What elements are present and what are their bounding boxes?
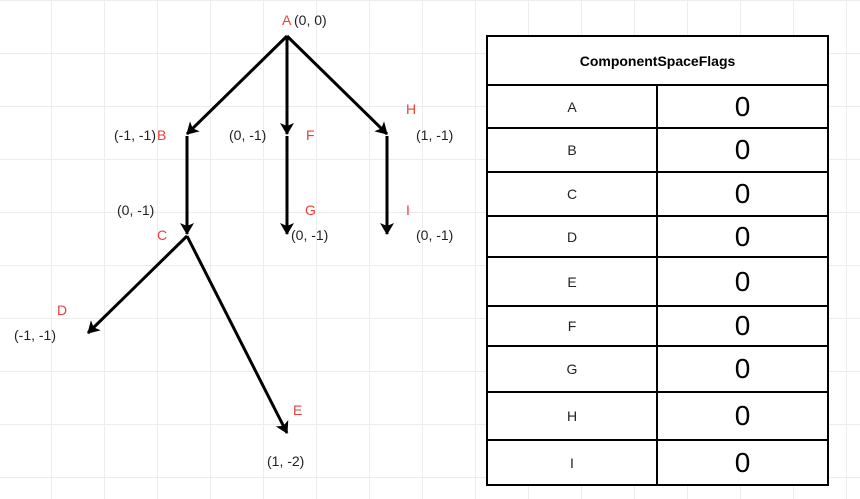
node-coord-a: (0, 0) xyxy=(294,12,327,28)
edge-c-d-arrow xyxy=(86,234,189,335)
node-coord-g: (0, -1) xyxy=(291,227,328,243)
node-coord-d: (-1, -1) xyxy=(14,327,56,343)
row-name-cell: C xyxy=(488,173,658,215)
table-row: H 0 xyxy=(488,393,827,441)
node-label-h: H xyxy=(406,101,416,117)
node-label-g: G xyxy=(305,202,316,218)
node-coord-e: (1, -2) xyxy=(267,453,304,469)
row-name-cell: I xyxy=(488,441,658,485)
node-coord-b: (-1, -1) xyxy=(114,127,156,143)
table-row: C 0 xyxy=(488,173,827,217)
node-coord-i: (0, -1) xyxy=(416,227,453,243)
table-row: A 0 xyxy=(488,86,827,129)
node-label-b: B xyxy=(157,127,166,143)
row-flag-cell: 0 xyxy=(734,90,751,122)
row-flag-cell: 0 xyxy=(734,353,751,384)
row-flag-cell: 0 xyxy=(734,400,751,431)
table-row: D 0 xyxy=(488,217,827,258)
row-flag-cell: 0 xyxy=(734,134,751,165)
table-row: G 0 xyxy=(488,347,827,393)
node-label-d: D xyxy=(57,302,67,318)
edge-a-h-arrow xyxy=(285,34,389,136)
edge-a-b-arrow xyxy=(185,34,289,136)
row-name-cell: D xyxy=(488,217,658,256)
row-name-cell: E xyxy=(488,258,658,305)
table-row: F 0 xyxy=(488,307,827,347)
node-label-a: A xyxy=(282,12,292,28)
component-space-flags-table: ComponentSpaceFlags A 0 B 0 C 0 D 0 E 0 … xyxy=(486,35,829,486)
row-flag-cell: 0 xyxy=(734,220,751,252)
table-title: ComponentSpaceFlags xyxy=(488,37,827,86)
row-name-cell: F xyxy=(488,307,658,345)
node-label-c: C xyxy=(157,227,167,243)
row-flag-cell: 0 xyxy=(734,447,751,478)
row-name-cell: B xyxy=(488,129,658,171)
row-name-cell: A xyxy=(488,86,658,127)
edge-c-e-arrow xyxy=(185,235,289,434)
node-coord-f: (0, -1) xyxy=(229,127,266,143)
row-flag-cell: 0 xyxy=(734,310,751,341)
row-name-cell: H xyxy=(488,393,658,439)
node-label-i: I xyxy=(406,202,410,218)
node-label-e: E xyxy=(293,402,302,418)
row-name-cell: G xyxy=(488,347,658,391)
node-coord-h: (1, -1) xyxy=(416,127,453,143)
row-flag-cell: 0 xyxy=(734,265,751,297)
node-coord-c: (0, -1) xyxy=(117,202,154,218)
table-row: B 0 xyxy=(488,129,827,173)
table-row: E 0 xyxy=(488,258,827,307)
row-flag-cell: 0 xyxy=(734,178,751,209)
table-row: I 0 xyxy=(488,441,827,485)
node-label-f: F xyxy=(306,127,315,143)
component-tree-diagram: A (0, 0) (-1, -1) B (0, -1) C D (-1, -1)… xyxy=(14,12,453,469)
